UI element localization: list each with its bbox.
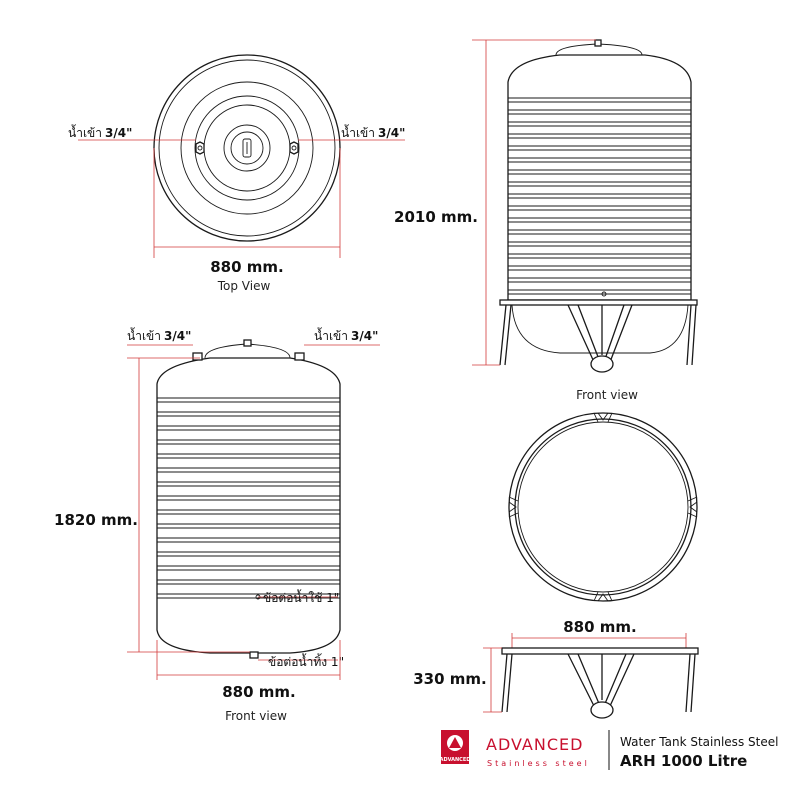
stand-width-label: 880 mm. — [563, 618, 637, 636]
cap-knob — [243, 339, 252, 347]
drain-label: ข้อต่อน้ำทิ้ง 1" — [268, 653, 344, 669]
leg-bracket-left — [508, 496, 519, 518]
tank-ribs — [157, 397, 340, 599]
drain-valve-icon — [590, 701, 614, 719]
lid-handle — [242, 138, 252, 158]
leg-bracket-bottom — [593, 591, 613, 602]
front-main-height-label: 1820 mm. — [54, 511, 138, 529]
inlet-right-fitting-icon — [294, 352, 305, 361]
stand-brace-right — [603, 304, 633, 363]
drain-fitting-icon — [249, 651, 259, 659]
stand-top-ring — [501, 647, 699, 655]
stand-leg-right — [685, 653, 696, 713]
top-view-caption: Top View — [217, 279, 271, 293]
front-stand-height-label: 2010 mm. — [394, 208, 478, 226]
front-main-width-label: 880 mm. — [222, 683, 296, 701]
stand-height-label: 330 mm. — [413, 670, 487, 688]
lid-center-inner — [230, 131, 264, 165]
inlet-left-nut-icon — [195, 141, 205, 155]
manhole-ring — [194, 95, 300, 201]
product-type: Water Tank Stainless Steel — [620, 735, 778, 749]
inlet-right-nut-icon — [289, 141, 299, 155]
stand-brace-left — [567, 304, 601, 363]
drain-valve-icon — [590, 355, 614, 373]
tank-top-ring — [180, 81, 314, 215]
tank-dome — [507, 54, 692, 95]
front-view-stand: 2010 mm. Front view — [394, 39, 698, 402]
tank-dome — [156, 357, 341, 395]
lid-center-outer — [223, 124, 271, 172]
tank-rim-inner — [158, 59, 336, 237]
front-stand-caption: Front view — [576, 388, 638, 402]
cap-knob — [594, 39, 602, 47]
stand-brace-left — [567, 653, 601, 707]
front-main-caption: Front view — [225, 709, 287, 723]
brand-logo-text: ADVANCED — [440, 757, 471, 763]
stand-front-view: 880 mm. 330 mm. — [413, 618, 699, 719]
tank-bottom — [156, 612, 341, 654]
stand-ring-outer — [508, 412, 698, 602]
stand-leg-right — [686, 304, 697, 366]
product-model: ARH 1000 Litre — [620, 752, 747, 770]
brand-tagline: Stainless steel — [487, 759, 590, 768]
brand-logo-icon — [449, 737, 461, 748]
stand-top-view — [508, 412, 698, 602]
stand-brace-right — [603, 653, 635, 707]
leg-bracket-top — [593, 412, 613, 423]
brand-block: ADVANCED ADVANCED Stainless steel Water … — [440, 730, 778, 770]
stand-top-ring — [499, 299, 698, 306]
tank-ribs — [508, 97, 691, 295]
leg-bracket-right — [687, 496, 698, 518]
stand-leg-left — [499, 304, 512, 366]
brand-name: ADVANCED — [486, 735, 583, 754]
top-view-width-label: 880 mm. — [210, 258, 284, 276]
inlet-left-fitting-icon — [192, 352, 203, 361]
stand-leg-left — [501, 653, 513, 713]
outlet-label: ข้อต่อน้ำใช้ 1" — [263, 589, 339, 605]
